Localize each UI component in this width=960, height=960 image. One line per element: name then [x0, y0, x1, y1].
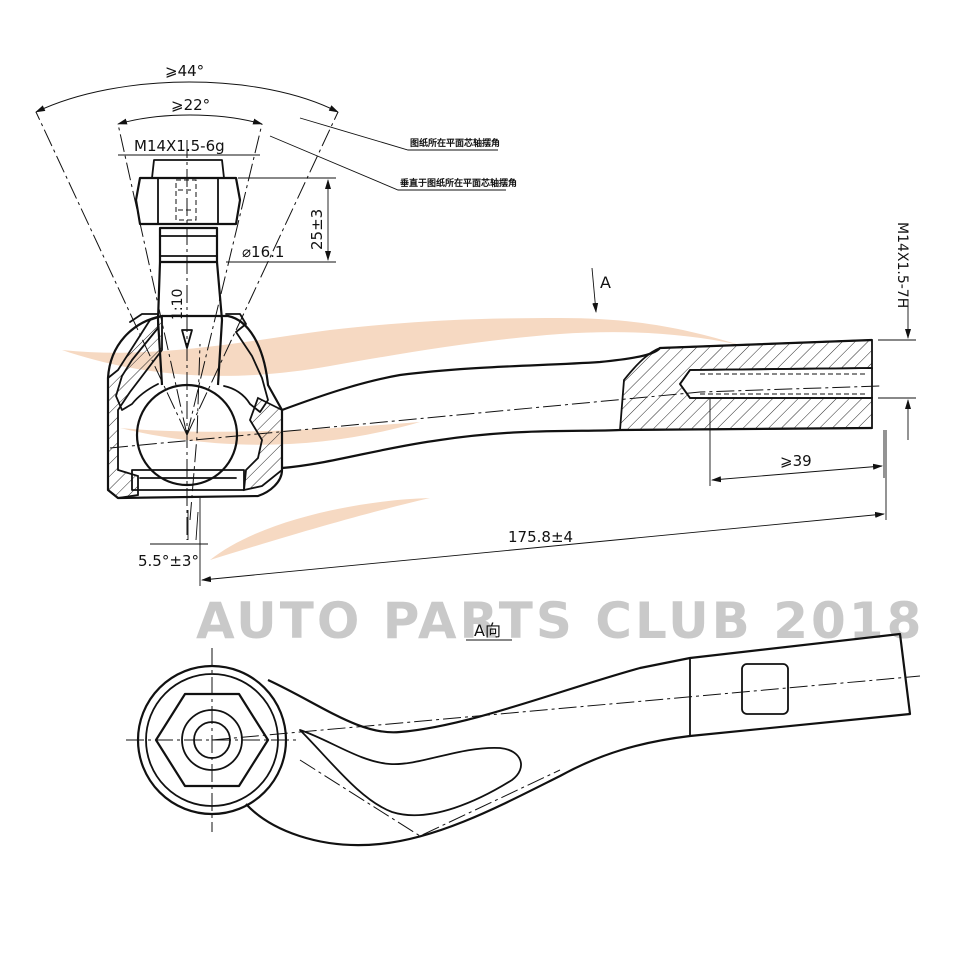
watermark-text: AUTO PARTS CLUB 2018 — [196, 592, 924, 650]
housing-outline — [106, 314, 284, 500]
end-section-hatch — [619, 339, 873, 431]
angle-outer-label: ⩾44° — [165, 62, 204, 80]
arm-inner-recess — [299, 729, 522, 817]
stud-nut — [134, 176, 242, 226]
rod-body-top — [281, 338, 873, 412]
angle-inner-label: ⩾22° — [171, 96, 210, 114]
dimension-lines — [35, 81, 916, 586]
view-a-label: A向 — [474, 621, 501, 640]
diameter-label: ⌀16.1 — [242, 243, 284, 261]
watermark-logo — [62, 318, 740, 560]
section-view — [35, 111, 881, 540]
end-thread-label: M14X1.5-7H — [894, 222, 910, 308]
flat-spot — [741, 663, 789, 715]
height-label: 25±3 — [308, 209, 326, 250]
stud-shank — [156, 261, 224, 386]
rod-body-bottom — [281, 426, 873, 470]
note-2: 垂直于图纸所在平面芯轴摆角 — [400, 177, 517, 189]
length-label: 175.8±4 — [508, 528, 573, 546]
taper-label: 1:10 — [170, 289, 186, 320]
arm-outer — [245, 632, 912, 847]
stud-thread-label: M14X1.5-6g — [134, 137, 225, 155]
thread-depth-label: ⩾39 — [780, 452, 812, 470]
tilt-angle-label: 5.5°±3° — [138, 552, 199, 570]
bottom-view: A向 — [126, 621, 921, 847]
view-arrow-label: A — [600, 273, 611, 292]
stud-thread-section — [158, 226, 219, 264]
note-1: 图纸所在平面芯轴摆角 — [410, 137, 500, 149]
